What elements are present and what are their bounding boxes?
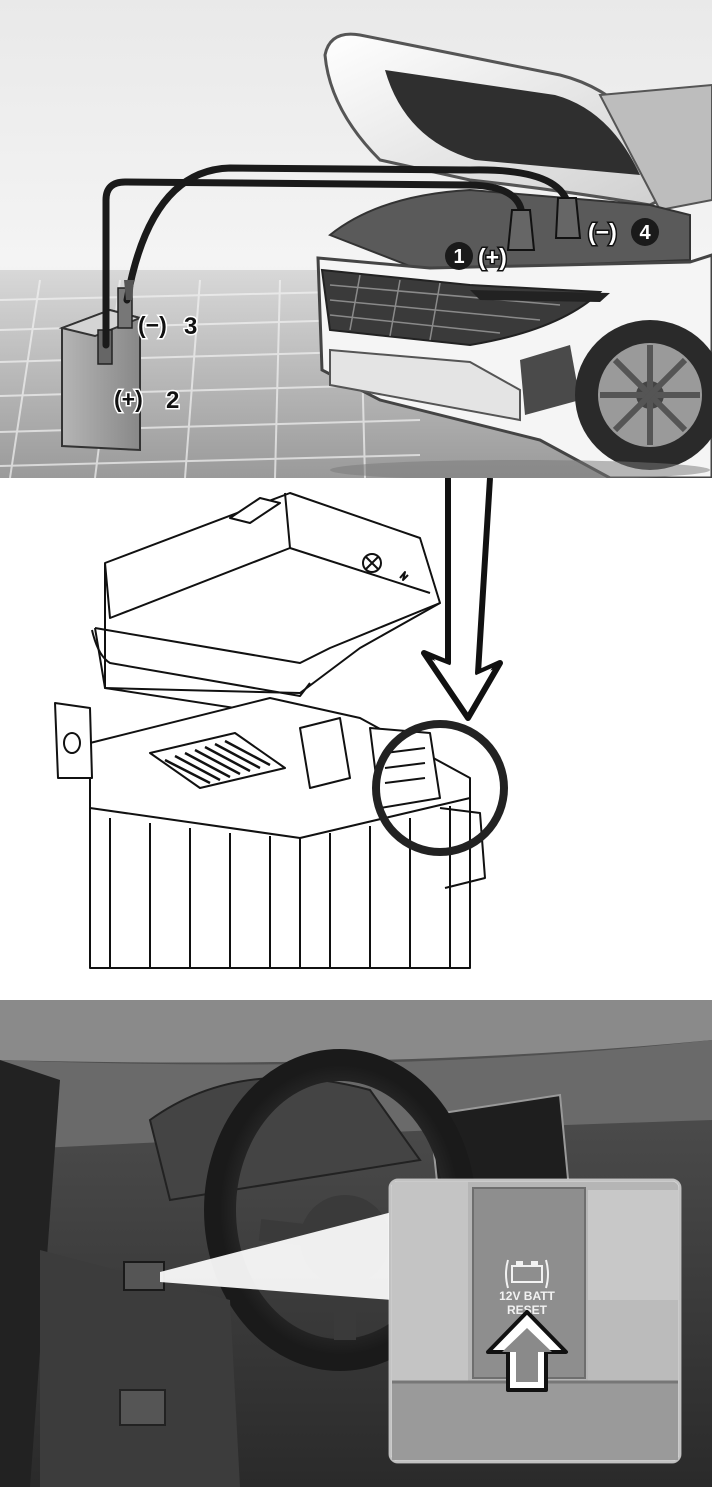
fuse-box-detail bbox=[0, 478, 712, 978]
reset-button-callout: 12V BATT RESET bbox=[388, 1178, 682, 1464]
reset-button-label-line2: RESET bbox=[507, 1303, 548, 1317]
terminal-3-number: 3 bbox=[184, 313, 197, 340]
callout-pointer bbox=[160, 1212, 392, 1300]
terminal-2-label: (+) 2 bbox=[113, 385, 181, 416]
cable-clamps bbox=[124, 197, 582, 300]
fuse-box-drawing bbox=[54, 478, 508, 969]
terminal-2-sign: (+) bbox=[114, 386, 143, 412]
terminal-2-number: 2 bbox=[166, 387, 179, 414]
up-arrow-icon bbox=[486, 1310, 568, 1392]
location-arrow bbox=[421, 478, 503, 721]
reset-button-label-line1: 12V BATT bbox=[499, 1289, 555, 1303]
jump-start-illustration: 1 (+) (−) 4 (−) 3 (+) 2 bbox=[0, 0, 712, 478]
terminal-1-label: 1 (+) bbox=[445, 242, 508, 272]
jumper-cables bbox=[102, 164, 574, 349]
reset-switch-location bbox=[123, 1261, 165, 1291]
jump-terminal-highlight-circle bbox=[372, 720, 508, 856]
terminal-3-label: (−) 3 bbox=[137, 311, 199, 342]
booster-battery bbox=[58, 287, 144, 452]
terminal-4-number: 4 bbox=[639, 222, 651, 244]
jump-start-scene: 1 (+) (−) 4 (−) 3 (+) 2 bbox=[0, 0, 712, 478]
interior-scene: 12V BATT RESET bbox=[0, 1000, 712, 1487]
fuse-box-base bbox=[54, 697, 486, 969]
fuse-box-cover bbox=[94, 492, 441, 719]
interior-reset-button-illustration: 12V BATT RESET bbox=[0, 1000, 712, 1487]
terminal-1-sign: (+) bbox=[478, 244, 507, 270]
battery-icon bbox=[505, 1259, 549, 1289]
terminal-1-number: 1 bbox=[453, 246, 464, 268]
terminal-4-label: (−) 4 bbox=[587, 218, 659, 247]
terminal-4-sign: (−) bbox=[588, 219, 617, 245]
terminal-3-sign: (−) bbox=[138, 312, 167, 338]
